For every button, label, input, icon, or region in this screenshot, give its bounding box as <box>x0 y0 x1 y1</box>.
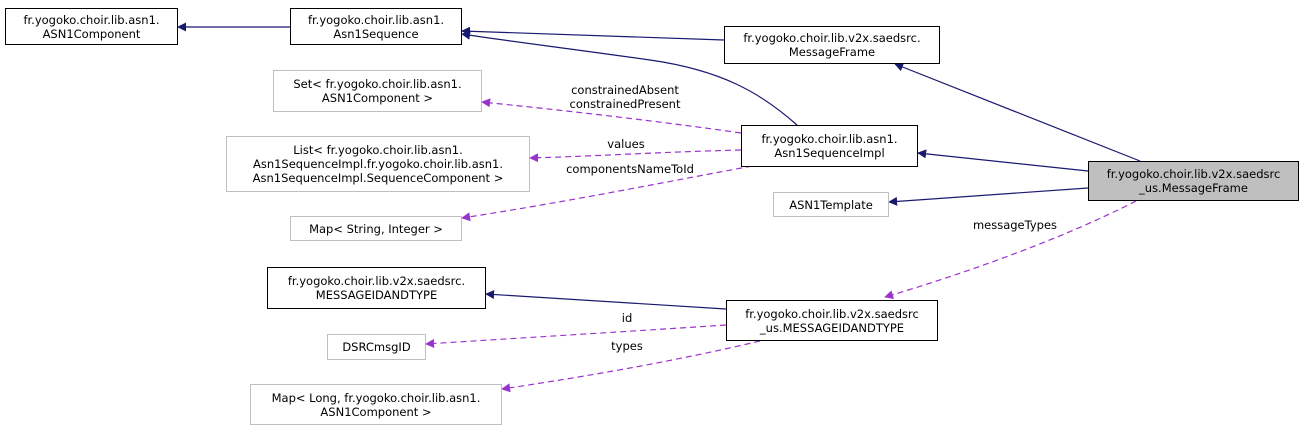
class-node-us-messageidandtype[interactable]: fr.yogoko.choir.lib.v2x.saedsrc _us.MESS… <box>726 300 938 341</box>
edge-label-line: constrainedAbsent <box>571 83 679 97</box>
class-node-label: fr.yogoko.choir.lib.v2x.saedsrc <box>745 306 919 321</box>
edge-label-types: types <box>602 339 652 353</box>
class-node-asn1template[interactable]: ASN1Template <box>773 192 889 217</box>
class-node-label: Set< fr.yogoko.choir.lib.asn1. <box>293 77 462 91</box>
edge-asn1sequenceimpl-to-asn1sequence <box>461 30 798 126</box>
edge-usmessageframe-to-asn1sequenceimpl <box>917 149 1089 172</box>
class-node-label: List< fr.yogoko.choir.lib.asn1. <box>293 143 463 157</box>
edge-asn1sequenceimpl-to-list <box>529 149 742 163</box>
class-node-asn1component[interactable]: fr.yogoko.choir.lib.asn1. ASN1Component <box>5 8 178 45</box>
class-node-label: Asn1SequenceImpl.fr.yogoko.choir.lib.asn… <box>252 157 504 171</box>
edge-usmessageframe-to-asn1template <box>888 187 1089 206</box>
edge-usmessageidandtype-to-messageidandtype <box>485 290 727 310</box>
class-node-label: ASN1Component <box>42 26 141 41</box>
class-node-asn1sequence[interactable]: fr.yogoko.choir.lib.asn1. Asn1Sequence <box>290 8 462 45</box>
edge-usmessageframe-to-usmessageidandtype <box>884 200 1137 300</box>
edge-label-id: id <box>612 311 642 325</box>
edge-usmessageframe-to-messageframe <box>894 62 1141 162</box>
class-node-list-component[interactable]: List< fr.yogoko.choir.lib.asn1. Asn1Sequ… <box>226 136 530 192</box>
class-node-label: Map< String, Integer > <box>309 221 443 236</box>
class-node-us-messageframe[interactable]: fr.yogoko.choir.lib.v2x.saedsrc _us.Mess… <box>1088 161 1299 201</box>
edge-usmessageidandtype-to-dsrcmsgid <box>425 324 727 348</box>
class-node-v2x-messageframe[interactable]: fr.yogoko.choir.lib.v2x.saedsrc. Message… <box>724 26 940 64</box>
class-node-label: Asn1SequenceImpl <box>774 146 885 160</box>
class-node-label: ASN1Component > <box>320 404 432 419</box>
class-node-label: fr.yogoko.choir.lib.asn1. <box>307 12 445 27</box>
class-node-label: fr.yogoko.choir.lib.asn1. <box>761 132 898 146</box>
class-node-label: ASN1Component > <box>321 91 434 105</box>
class-node-label: _us.MESSAGEIDANDTYPE <box>759 320 905 335</box>
edge-label-values: values <box>590 137 662 151</box>
edge-label-line: values <box>607 137 645 151</box>
class-node-label: MESSAGEIDANDTYPE <box>315 288 438 302</box>
edge-label-components-name-to-id: componentsNameToId <box>550 162 710 176</box>
edge-label-line: componentsNameToId <box>566 162 694 176</box>
class-node-label: ASN1Template <box>789 197 873 212</box>
edge-label-line: constrainedPresent <box>569 97 681 111</box>
class-node-label: fr.yogoko.choir.lib.v2x.saedsrc. <box>287 274 466 288</box>
edge-label-constrained: constrainedAbsent constrainedPresent <box>555 83 695 111</box>
edge-label-line: messageTypes <box>972 218 1058 232</box>
class-node-map-string-integer[interactable]: Map< String, Integer > <box>290 216 462 241</box>
class-node-label: fr.yogoko.choir.lib.asn1. <box>23 12 160 27</box>
edge-label-line: id <box>621 311 633 325</box>
edge-label-line: types <box>611 339 643 353</box>
edge-asn1sequenceimpl-to-set <box>481 98 742 134</box>
class-node-label: Map< Long, fr.yogoko.choir.lib.asn1. <box>271 390 481 405</box>
class-node-label: fr.yogoko.choir.lib.v2x.saedsrc <box>1106 167 1281 181</box>
class-node-label: Asn1SequenceImpl.SequenceComponent > <box>252 171 504 185</box>
class-node-v2x-messageidandtype[interactable]: fr.yogoko.choir.lib.v2x.saedsrc. MESSAGE… <box>267 267 486 309</box>
class-node-asn1sequenceimpl[interactable]: fr.yogoko.choir.lib.asn1. Asn1SequenceIm… <box>741 125 918 167</box>
class-node-map-long-component[interactable]: Map< Long, fr.yogoko.choir.lib.asn1. ASN… <box>250 384 502 425</box>
edge-usmessageidandtype-to-map-long <box>501 340 761 393</box>
edge-messageframe-to-asn1sequence <box>461 26 725 41</box>
edge-label-message-types: messageTypes <box>960 218 1070 232</box>
class-node-label: Asn1Sequence <box>333 26 419 41</box>
class-node-set-component[interactable]: Set< fr.yogoko.choir.lib.asn1. ASN1Compo… <box>273 70 482 112</box>
class-node-label: MessageFrame <box>788 45 876 59</box>
class-node-label: _us.MessageFrame <box>1139 181 1248 195</box>
class-node-dsrcmsgid[interactable]: DSRCmsgID <box>327 334 426 360</box>
class-node-label: fr.yogoko.choir.lib.v2x.saedsrc. <box>743 31 921 45</box>
class-node-label: DSRCmsgID <box>342 340 411 354</box>
